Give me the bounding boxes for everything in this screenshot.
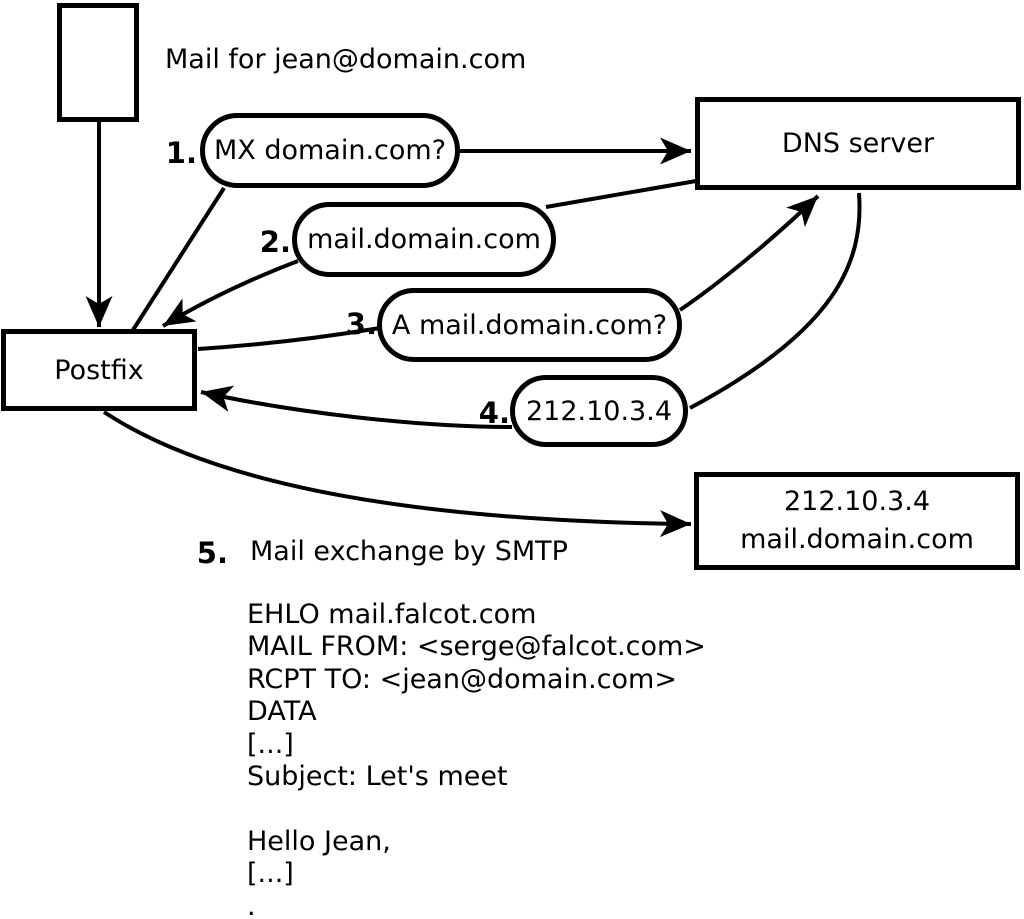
step-1-pill: MX domain.com?	[200, 113, 460, 188]
step-4-number: 4.	[478, 396, 510, 430]
arrow-mx-answer-to-postfix	[161, 259, 299, 328]
dns-server-node: DNS server	[695, 97, 1021, 190]
step-2-label: mail.domain.com	[307, 224, 541, 255]
smtp-line: Subject: Let's meet	[247, 760, 508, 792]
step-5-label: Mail exchange by SMTP	[250, 536, 568, 567]
step-3-pill: A mail.domain.com?	[377, 288, 682, 362]
smtp-line: EHLO mail.falcot.com	[247, 599, 537, 630]
smtp-session-block: EHLO mail.falcot.com MAIL FROM: <serge@f…	[247, 599, 706, 919]
line-dns-to-a-answer	[689, 192, 862, 410]
step-4-label: 212.10.3.4	[526, 395, 672, 427]
arrow-a-query-to-dns	[678, 194, 820, 312]
smtp-line: DATA	[247, 696, 317, 728]
arrow-a-answer-to-postfix	[200, 385, 513, 429]
smtp-line: [...]	[247, 728, 294, 760]
step-1-number: 1.	[165, 136, 197, 170]
mail-server-node: 212.10.3.4 mail.domain.com	[694, 472, 1020, 570]
step-2-number: 2.	[259, 225, 291, 259]
smtp-line: MAIL FROM: <serge@falcot.com>	[247, 631, 706, 663]
step-4-pill: 212.10.3.4	[510, 375, 688, 447]
mail-message-node	[57, 3, 139, 122]
mail-for-label: Mail for jean@domain.com	[165, 44, 527, 75]
line-dns-to-mx-answer	[545, 179, 697, 209]
mail-server-hostname-label: mail.domain.com	[740, 524, 974, 555]
smtp-line-blank	[247, 793, 706, 825]
arrow-postfix-to-mailserver-smtp	[102, 410, 692, 538]
line-postfix-to-a-query	[197, 326, 381, 351]
step-1-label: MX domain.com?	[213, 135, 447, 166]
smtp-line: Hello Jean,	[247, 825, 391, 857]
dns-server-label: DNS server	[781, 128, 935, 159]
postfix-label: Postfix	[54, 354, 144, 386]
step-5-number: 5.	[196, 536, 228, 570]
smtp-line: .	[247, 890, 256, 919]
line-postfix-to-mx-query	[131, 186, 226, 332]
postfix-node: Postfix	[1, 329, 197, 411]
mail-server-ip-label: 212.10.3.4	[784, 486, 930, 517]
smtp-line: RCPT TO: <jean@domain.com>	[247, 663, 677, 695]
smtp-line: [...]	[247, 858, 294, 890]
step-3-label: A mail.domain.com?	[391, 309, 668, 341]
step-3-number: 3.	[345, 307, 377, 341]
step-2-pill: mail.domain.com	[292, 202, 556, 277]
